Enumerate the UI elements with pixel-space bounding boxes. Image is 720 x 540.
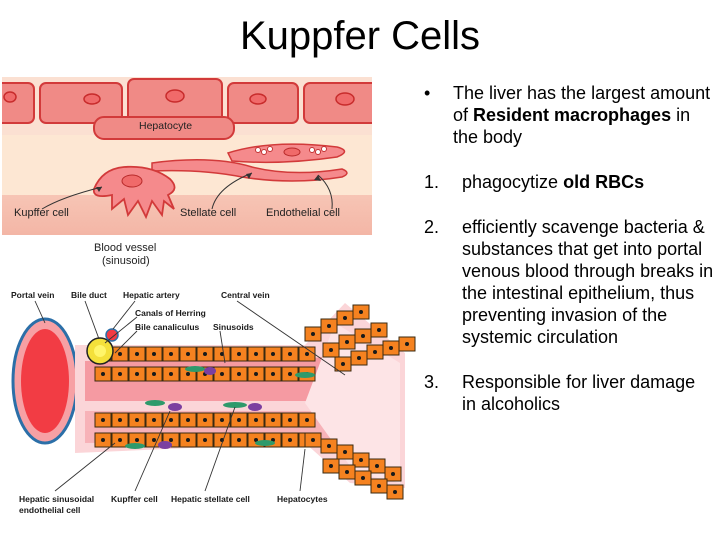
intro-bold: Resident macrophages — [473, 105, 672, 125]
label-blood-vessel: Blood vessel — [94, 242, 156, 254]
list-item: 2. efficiently scavenge bacteria & subst… — [424, 216, 714, 348]
label-sinusoidal-1: Hepatic sinusoidal — [19, 494, 94, 504]
intro-text-end: in the body — [453, 105, 691, 147]
bullet-marker: • — [424, 83, 431, 103]
item-number: 3. — [424, 372, 440, 392]
label-endothelial: Endothelial cell — [266, 207, 340, 219]
list-item: 1. phagocytize old RBCs — [424, 171, 714, 193]
label-hepatic-stellate: Hepatic stellate cell — [171, 494, 250, 504]
item-text: Responsible for liver damage in alcoholi… — [462, 372, 696, 414]
label-central-vein: Central vein — [221, 290, 270, 300]
sinusoid-illustration: Hepatocyte Kupffer cell Stellate cell En… — [2, 77, 372, 270]
label-sinusoid: (sinusoid) — [102, 255, 150, 267]
label-hepatic-artery: Hepatic artery — [123, 290, 180, 300]
intro-bullet: • The liver has the largest amount of Re… — [424, 82, 714, 148]
item-text: efficiently scavenge bacteria & substanc… — [462, 217, 714, 347]
list-item: 3. Responsible for liver damage in alcoh… — [424, 371, 714, 415]
label-kupffer: Kupffer cell — [14, 207, 69, 219]
item-bold: old RBCs — [563, 172, 645, 192]
item-number: 2. — [424, 217, 440, 237]
hepatocyte-plates — [94, 304, 416, 500]
label-portal-vein: Portal vein — [11, 290, 54, 300]
label-hepatocyte: Hepatocyte — [139, 120, 192, 132]
label-stellate: Stellate cell — [180, 207, 236, 219]
slide-title: Kuppfer Cells — [239, 14, 481, 58]
lobule-illustration: Portal vein Bile duct Hepatic artery Cen… — [5, 283, 420, 523]
item-text: phagocytize — [462, 172, 564, 192]
label-sinusoidal-2: endothelial cell — [19, 505, 80, 515]
label-bile-canaliculus: Bile canaliculus — [135, 322, 200, 332]
label-hepatocytes: Hepatocytes — [277, 494, 328, 504]
label-canals-of-herring: Canals of Herring — [135, 308, 206, 318]
label-sinusoids: Sinusoids — [213, 322, 254, 332]
bullet-list: • The liver has the largest amount of Re… — [424, 82, 714, 415]
intro-text: The liver has the largest amount of — [453, 83, 711, 125]
kupffer-cell-shape — [92, 165, 176, 220]
label-kupffer-cell: Kupffer cell — [111, 494, 158, 504]
label-bile-duct: Bile duct — [71, 290, 107, 300]
item-number: 1. — [424, 172, 440, 192]
